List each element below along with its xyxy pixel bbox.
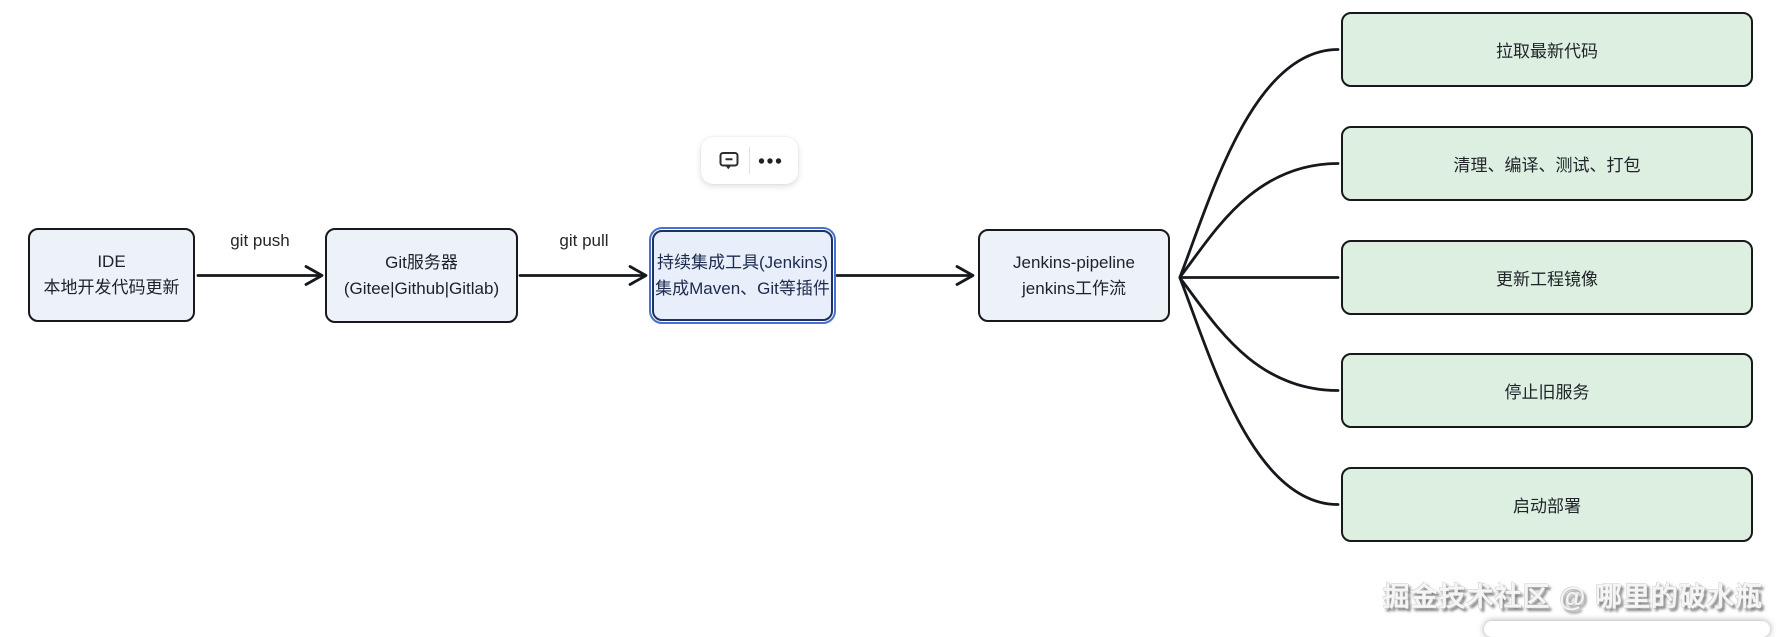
node-git-server[interactable]: Git服务器 (Gitee|Github|Gitlab) — [325, 228, 518, 323]
connector-step-2 — [1178, 162, 1340, 279]
node-jenkins-ci-line2: 集成Maven、Git等插件 — [655, 278, 830, 298]
node-jenkins-ci-line1: 持续集成工具(Jenkins) — [657, 252, 828, 272]
connector-step-4 — [1178, 276, 1340, 392]
node-jenkins-pipeline[interactable]: Jenkins-pipeline jenkins工作流 — [978, 229, 1170, 322]
connector-step-1 — [1178, 48, 1340, 279]
step-stop-old-service[interactable]: 停止旧服务 — [1341, 353, 1753, 428]
node-jenkins-pipeline-line1: Jenkins-pipeline — [1013, 252, 1135, 272]
comment-icon — [719, 151, 739, 169]
step-update-project-image-label: 更新工程镜像 — [1496, 270, 1598, 289]
more-options-button[interactable] — [750, 141, 790, 181]
node-git-server-line2: (Gitee|Github|Gitlab) — [343, 278, 500, 298]
more-options-icon — [758, 157, 782, 164]
connector-step-5 — [1178, 276, 1340, 506]
step-start-deployment[interactable]: 启动部署 — [1341, 467, 1753, 542]
edge-label-git-pull: git pull — [559, 231, 609, 250]
node-jenkins-ci[interactable]: 持续集成工具(Jenkins) 集成Maven、Git等插件 — [649, 227, 836, 324]
comment-button[interactable] — [709, 141, 749, 181]
watermark: 掘金技术社区 @ 哪里的破水瓶 — [1382, 582, 1763, 612]
bottom-edge-shadow — [1484, 621, 1770, 637]
edge-label-git-push: git push — [230, 231, 290, 250]
node-ide[interactable]: IDE 本地开发代码更新 — [28, 228, 195, 322]
node-ide-line1: IDE — [97, 252, 126, 271]
step-start-deployment-label: 启动部署 — [1513, 497, 1581, 516]
step-pull-latest-code[interactable]: 拉取最新代码 — [1341, 12, 1753, 87]
step-stop-old-service-label: 停止旧服务 — [1504, 383, 1590, 402]
step-clean-compile-test-package[interactable]: 清理、编译、测试、打包 — [1341, 126, 1753, 201]
connector-fan-to-steps — [1178, 48, 1340, 506]
toolbar-divider — [749, 147, 750, 174]
connector-git-pull-arrow — [518, 265, 648, 286]
step-clean-compile-test-package-label: 清理、编译、测试、打包 — [1453, 156, 1641, 175]
node-ide-line2: 本地开发代码更新 — [43, 278, 180, 297]
selection-toolbar — [701, 137, 798, 184]
step-pull-latest-code-label: 拉取最新代码 — [1496, 42, 1598, 61]
connector-ci-to-pipeline-arrow — [835, 265, 975, 286]
node-jenkins-pipeline-line2: jenkins工作流 — [1022, 278, 1126, 298]
connector-git-push-arrow — [196, 265, 324, 286]
step-update-project-image[interactable]: 更新工程镜像 — [1341, 240, 1753, 315]
node-git-server-line1: Git服务器 — [385, 252, 458, 272]
